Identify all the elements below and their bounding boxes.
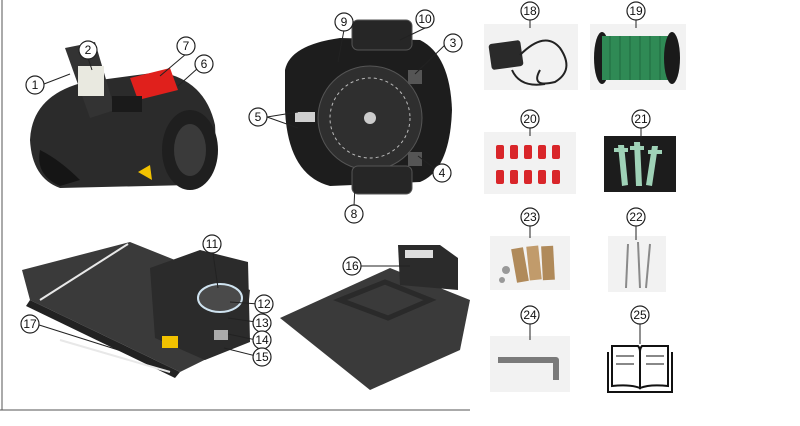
- accessory-wire-spool: [590, 24, 686, 90]
- manual-book-icon: [607, 345, 673, 393]
- charging-station-top-view: [280, 245, 470, 390]
- accessory-green-pegs: [604, 136, 676, 192]
- callout-label: 4: [439, 166, 446, 180]
- callout-label: 23: [523, 210, 537, 224]
- mower-front-view: [30, 42, 218, 190]
- callout-1: 1: [25, 75, 45, 95]
- callout-label: 21: [634, 112, 648, 126]
- callout-4: 4: [432, 163, 452, 183]
- callout-20: 20: [520, 109, 540, 129]
- callout-label: 5: [255, 110, 262, 124]
- callout-label: 20: [523, 112, 537, 126]
- callout-9: 9: [334, 12, 354, 32]
- callout-11: 11: [202, 234, 222, 254]
- accessory-screwdrivers: [608, 236, 666, 292]
- callout-24: 24: [520, 305, 540, 325]
- callout-12: 12: [254, 294, 274, 314]
- accessory-red-pegs: [484, 132, 576, 194]
- callout-21: 21: [631, 109, 651, 129]
- leader-lines: [35, 20, 642, 361]
- callout-label: 14: [255, 333, 269, 347]
- accessory-blades: [490, 236, 570, 290]
- callout-label: 13: [255, 316, 269, 330]
- callout-label: 16: [345, 259, 359, 273]
- callout-16: 16: [342, 256, 362, 276]
- callout-label: 11: [206, 237, 219, 251]
- callout-7: 7: [176, 36, 196, 56]
- callout-label: 25: [633, 308, 647, 322]
- callout-3: 3: [443, 33, 463, 53]
- callout-label: 8: [351, 207, 358, 221]
- accessory-power-supply: [484, 24, 578, 90]
- callout-label: 12: [257, 297, 271, 311]
- callout-14: 14: [252, 330, 272, 350]
- callout-label: 6: [201, 57, 208, 71]
- callout-label: 22: [629, 210, 643, 224]
- callout-18: 18: [520, 1, 540, 21]
- callout-6: 6: [194, 54, 214, 74]
- callout-label: 15: [255, 350, 269, 364]
- callout-22: 22: [626, 207, 646, 227]
- callout-label: 9: [341, 15, 348, 29]
- callout-23: 23: [520, 207, 540, 227]
- callout-label: 17: [23, 317, 37, 331]
- callout-label: 24: [523, 308, 537, 322]
- callout-15: 15: [252, 347, 272, 367]
- callout-10: 10: [415, 9, 435, 29]
- callout-8: 8: [344, 204, 364, 224]
- callout-5: 5: [248, 107, 268, 127]
- accessory-allen-key: [490, 336, 570, 392]
- callout-13: 13: [252, 313, 272, 333]
- callout-17: 17: [20, 314, 40, 334]
- callout-19: 19: [626, 1, 646, 21]
- callout-label: 19: [629, 4, 643, 18]
- callout-2: 2: [78, 40, 98, 60]
- callout-label: 2: [85, 43, 92, 57]
- callout-label: 7: [183, 39, 190, 53]
- mower-bottom-view: [285, 19, 452, 195]
- charging-station-view: [22, 242, 250, 378]
- callout-label: 3: [450, 36, 457, 50]
- callout-25: 25: [630, 305, 650, 325]
- callout-label: 10: [418, 12, 432, 26]
- callout-label: 1: [32, 78, 39, 92]
- callout-label: 18: [523, 4, 537, 18]
